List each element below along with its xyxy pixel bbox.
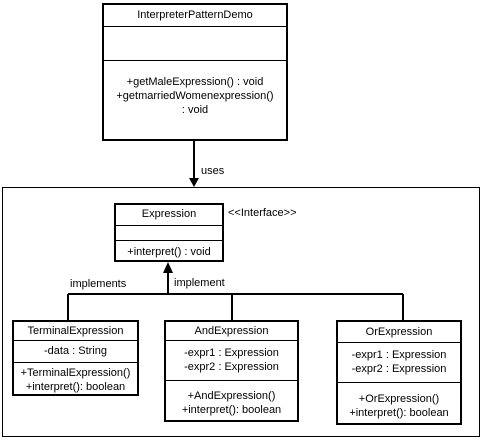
class-name: TerminalExpression bbox=[27, 325, 124, 337]
attribute: -expr1 : Expression bbox=[184, 347, 279, 359]
interface-name: Expression bbox=[141, 208, 197, 220]
attribute: -expr2 : Expression bbox=[351, 363, 447, 375]
method: +interpret(): boolean bbox=[25, 381, 126, 393]
interface-stereotype: <<Interface>> bbox=[228, 207, 297, 219]
implement-label: implement bbox=[174, 277, 225, 289]
class-and-expression: AndExpression -expr1 : Expression -expr2… bbox=[164, 320, 299, 422]
implements-label: implements bbox=[70, 278, 127, 290]
class-name: AndExpression bbox=[194, 325, 269, 337]
implements-arrowhead bbox=[163, 262, 173, 273]
method: +getMaleExpression() : void bbox=[126, 76, 264, 88]
method-return: : void bbox=[181, 104, 209, 116]
class-name: OrExpression bbox=[365, 326, 433, 338]
uses-arrowhead bbox=[189, 178, 199, 187]
class-interpreter-pattern-demo: InterpreterPatternDemo +getMaleExpressio… bbox=[102, 3, 288, 141]
attribute: -data : String bbox=[44, 345, 107, 357]
method: +OrExpression() bbox=[358, 393, 440, 405]
interface-expression: Expression +interpret() : void bbox=[114, 203, 224, 262]
method: +AndExpression() bbox=[187, 390, 276, 402]
attribute: -expr2 : Expression bbox=[184, 361, 279, 373]
method: +interpret(): boolean bbox=[349, 407, 449, 419]
method: +TerminalExpression() bbox=[20, 367, 131, 379]
method: +interpret() : void bbox=[127, 246, 211, 258]
class-name: InterpreterPatternDemo bbox=[137, 9, 253, 21]
attribute: -expr1 : Expression bbox=[351, 349, 447, 361]
method: +getmarriedWomenexpression() bbox=[116, 90, 274, 102]
method: +interpret(): boolean bbox=[181, 404, 282, 416]
uses-label: uses bbox=[201, 165, 225, 177]
class-terminal-expression: TerminalExpression -data : String +Termi… bbox=[12, 320, 139, 396]
class-or-expression: OrExpression -expr1 : Expression -expr2 … bbox=[336, 320, 462, 425]
